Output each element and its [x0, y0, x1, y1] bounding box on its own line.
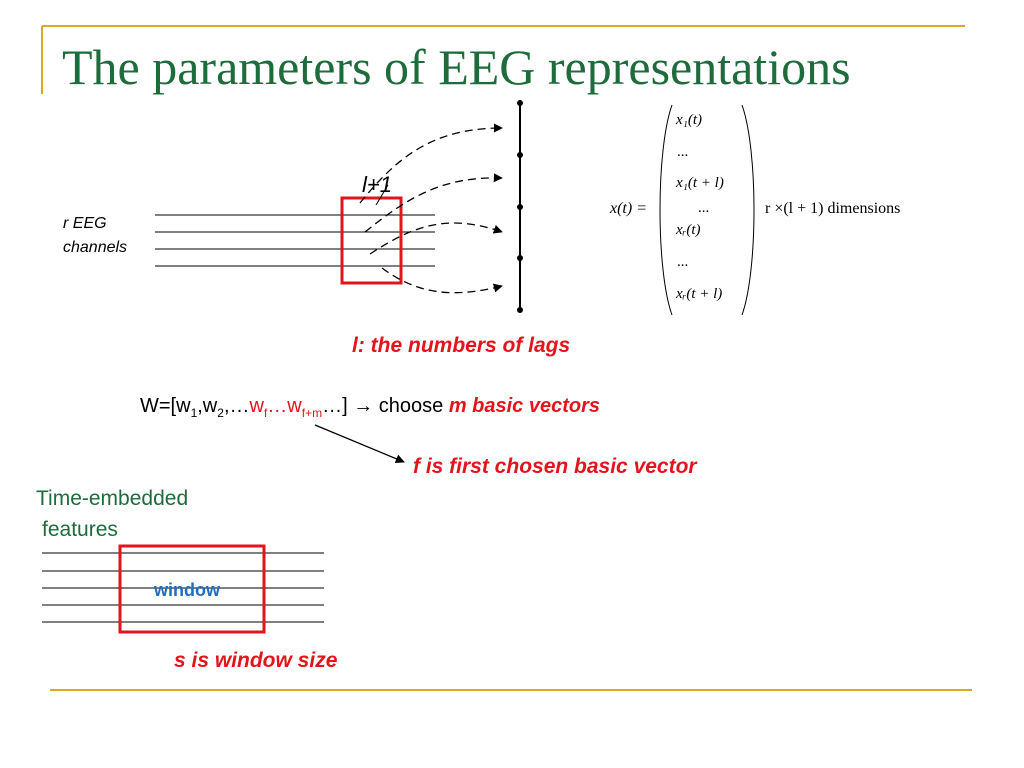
- vector-entry: ...: [677, 144, 689, 160]
- vector-entry: x₁(t + l): [676, 175, 724, 191]
- window-size-caption: s is window size: [174, 649, 338, 672]
- time-embedded-label-line2: features: [42, 518, 118, 541]
- lag-box: [340, 196, 403, 285]
- w-sub1: 1: [190, 406, 198, 420]
- channels-label-line2: channels: [63, 239, 128, 256]
- w-mid: ,w: [197, 395, 218, 417]
- time-embedded-label-line1: Time-embedded: [36, 487, 189, 510]
- lag-pointer: [375, 184, 389, 206]
- f-caption: f is first chosen basic vector: [413, 455, 697, 478]
- wf-dots: …w: [267, 395, 302, 417]
- vector-entry: ...: [677, 254, 689, 270]
- w-dots: ,…: [223, 395, 250, 417]
- feature-lines: [42, 552, 324, 623]
- embedding-arrows: [359, 123, 503, 294]
- slide-title: The parameters of EEG representations: [62, 39, 851, 95]
- wf-sub: f: [263, 406, 268, 420]
- w-suffix: …] → choose: [322, 395, 449, 417]
- wf: w: [249, 395, 264, 417]
- vector-entry: xᵣ(t): [676, 222, 701, 238]
- lags-caption: l: the numbers of lags: [352, 334, 571, 357]
- vector-entry: ...: [698, 200, 710, 216]
- vector-entry: x₁(t): [676, 112, 703, 128]
- eeg-channel-lines: [155, 214, 435, 267]
- dimensions-text: r ×(l + 1) dimensions: [765, 200, 901, 217]
- vector-lhs: x(t) =: [610, 200, 647, 217]
- f-arrow: [314, 424, 405, 464]
- vector-axis: [517, 100, 523, 313]
- w-prefix: W=[w: [140, 395, 191, 417]
- wfm-sub: f+m: [301, 406, 323, 420]
- window-box: [118, 544, 266, 634]
- channels-label-line1: r EEG: [63, 215, 107, 232]
- right-paren: [741, 104, 755, 316]
- vector-entry: xᵣ(t + l): [676, 286, 723, 302]
- window-label: window: [154, 580, 220, 600]
- basis-expression: W=[w1,w2,…wf…wf+m…] → choose m basic vec…: [140, 395, 600, 420]
- left-paren: [659, 104, 673, 316]
- m-basic-vectors: m basic vectors: [448, 395, 601, 417]
- lag-box-label: l+1: [362, 172, 392, 197]
- w-sub2: 2: [217, 406, 224, 420]
